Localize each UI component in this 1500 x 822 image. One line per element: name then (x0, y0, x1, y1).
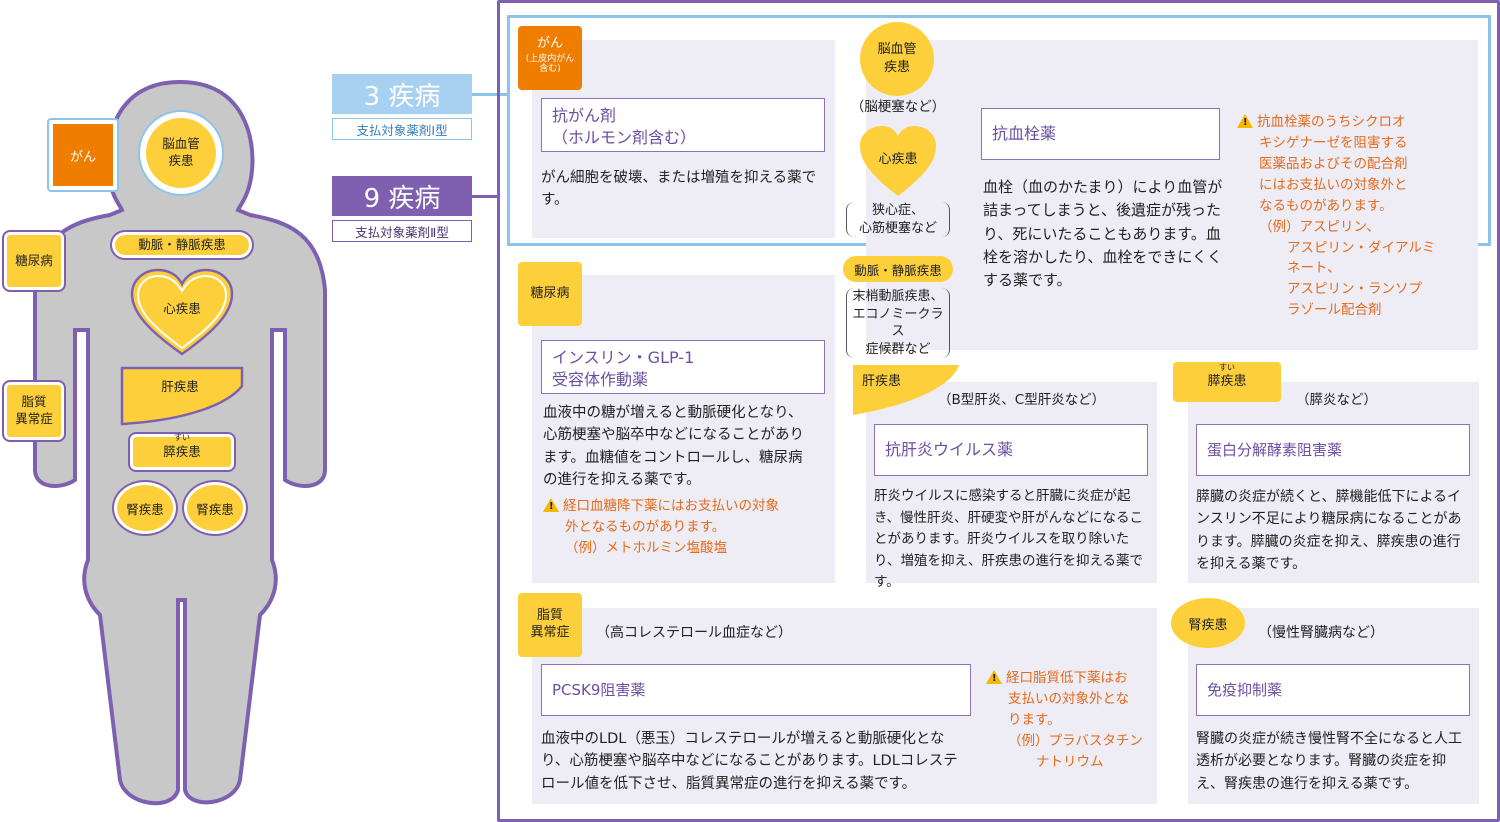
type1-subtitle: 支払対象薬剤Ⅰ型 (332, 118, 472, 140)
body-diabetes-label: 糖尿病 (2, 230, 66, 292)
liver-label: 肝疾患 (862, 374, 902, 389)
type1-title: 3 疾病 (332, 74, 472, 114)
body-cancer-frame: がん (47, 118, 119, 192)
thrombus-cerebro-label: 脳血管疾患 (860, 22, 934, 96)
thrombus-heart-label: 心疾患 (878, 152, 918, 167)
pancreas-description: 膵臓の炎症が続くと、膵機能低下によるインスリン不足により糖尿病になることがありま… (1196, 489, 1462, 573)
diabetes-description: 血液中の糖が増えると動脈硬化となり、心筋梗塞や脳卒中などになることがあります。血… (543, 405, 804, 489)
lipid-description: 血液中のLDL（悪玉）コレステロールが増えると動脈硬化となり、心筋梗塞や脳卒中な… (541, 731, 958, 792)
lipid-note: （高コレステロール血症など） (596, 625, 792, 641)
lipid-drug: PCSK9阻害薬 (541, 664, 971, 716)
body-liver-label: 肝疾患 (161, 379, 199, 394)
cancer-drug: 抗がん剤（ホルモン剤含む） (541, 98, 825, 152)
thrombus-warning: 抗血栓薬のうちシクロオ キシゲナーゼを阻害する 医薬品およびその配合剤 にはお支… (1237, 112, 1457, 321)
warning-icon (1237, 114, 1253, 131)
pancreas-panel (1188, 382, 1479, 583)
body-pancreas-label: すい膵疾患 (128, 432, 236, 472)
liver-description: 肝炎ウイルスに感染すると肝臓に炎症が起き、慢性肝炎、肝硬変や肝がんなどになること… (874, 488, 1144, 591)
liver-note: （B型肝炎、C型肝炎など） (938, 392, 1106, 408)
thrombus-arterial-label: 動脈・静脈疾患 (843, 256, 953, 282)
thrombus-heart-note: 狭心症、心筋梗塞など (846, 202, 950, 238)
pancreas-note: （膵炎など） (1296, 392, 1377, 408)
type1-connector (472, 93, 508, 96)
body-cerebro-frame: 脳血管疾患 (138, 110, 224, 196)
type2-connector (472, 195, 498, 198)
body-cancer-label: がん (53, 124, 113, 186)
body-heart-label: 心疾患 (163, 301, 201, 316)
body-liver-icon (120, 366, 244, 426)
warning-icon (543, 498, 559, 515)
type2-frame (497, 0, 1500, 822)
pancreas-drug: 蛋白分解酵素阻害薬 (1196, 424, 1470, 476)
diabetes-panel (532, 275, 835, 583)
kidney-drug: 免疫抑制薬 (1196, 664, 1470, 716)
pancreas-label: すい膵疾患 (1173, 362, 1281, 402)
liver-label-shape (853, 365, 959, 415)
thrombus-description: 血栓（血のかたまり）により血管が詰まってしまうと、後遺症が残ったり、死にいたるこ… (983, 178, 1223, 289)
type2-subtitle: 支払対象薬剤Ⅱ型 (332, 220, 472, 242)
type2-title: 9 疾病 (332, 176, 472, 216)
kidney-label: 腎疾患 (1171, 598, 1245, 648)
thrombus-arterial-note: 末梢動脈疾患、エコノミークラス症候群など (846, 288, 950, 359)
liver-drug: 抗肝炎ウイルス薬 (874, 424, 1148, 476)
body-arterial-label: 動脈・静脈疾患 (110, 230, 254, 260)
cancer-label: がん (上皮内がん含む) (518, 26, 582, 90)
lipid-label: 脂質異常症 (518, 593, 582, 657)
thrombus-heart-icon (860, 126, 936, 196)
diabetes-label: 糖尿病 (518, 262, 582, 326)
thrombus-panel (866, 40, 1478, 350)
kidney-description: 腎臓の炎症が続き慢性腎不全になると人工透析が必要となります。腎臓の炎症を抑え、腎… (1196, 731, 1462, 792)
warning-icon (986, 670, 1002, 687)
lipid-warning: 経口脂質低下薬はお 支払いの対象外とな ります。 （例）プラバスタチン ナトリウ… (986, 668, 1151, 773)
cancer-description: がん細胞を破壊、または増殖を抑える薬です。 (541, 170, 817, 209)
thrombus-drug: 抗血栓薬 (981, 108, 1220, 160)
thrombus-cerebro-note: （脳梗塞など） (850, 99, 946, 115)
body-kidney-right: 腎疾患 (182, 480, 248, 536)
liver-panel (866, 382, 1157, 583)
body-lipid-label: 脂質異常症 (2, 380, 66, 442)
body-cerebro-label: 脳血管疾患 (146, 118, 216, 188)
kidney-note: （慢性腎臓病など） (1258, 625, 1384, 641)
diabetes-warning: 経口血糖降下薬にはお支払いの対象 外となるものがあります。（例）メトホルミン塩酸… (543, 496, 823, 559)
body-kidney-left: 腎疾患 (112, 480, 178, 536)
body-heart-icon (130, 268, 234, 356)
